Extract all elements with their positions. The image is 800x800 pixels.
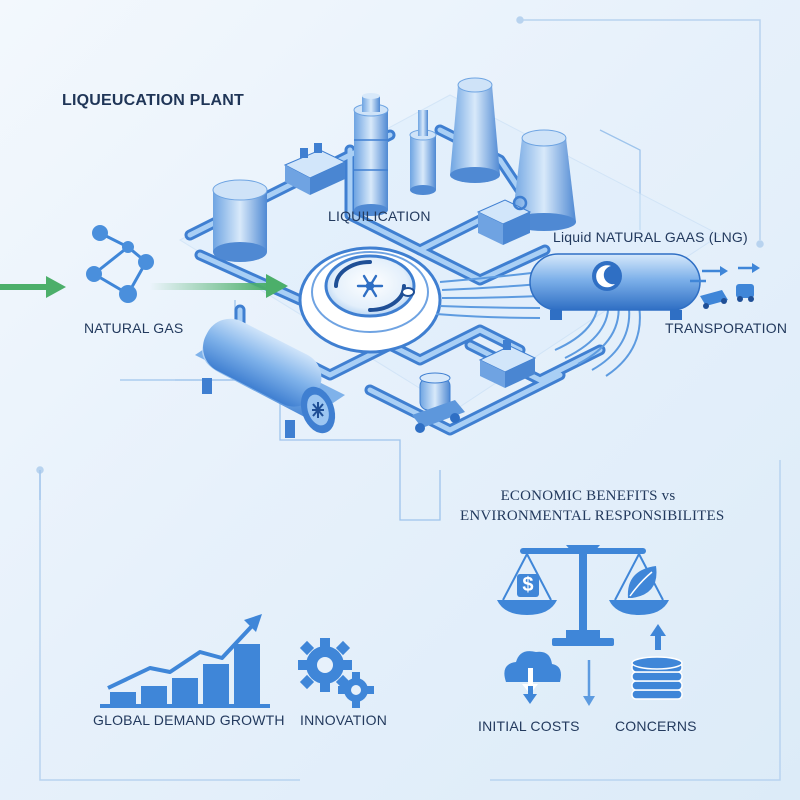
- label-concerns: CONCERNS: [615, 718, 697, 734]
- gears-icon: [298, 638, 374, 708]
- snowflake-icon: [356, 274, 384, 298]
- input-arrow-right-head: [266, 274, 288, 298]
- input-arrow-left: [0, 284, 50, 290]
- up-arrow: [650, 624, 666, 650]
- storage-tank-left: [212, 179, 268, 262]
- crescent-moon-icon: [596, 265, 615, 288]
- process-column-small: [409, 110, 437, 195]
- coin-stack-icon: [631, 656, 683, 700]
- cloud-download-icon: [504, 651, 561, 704]
- cooling-tower-back: [450, 77, 500, 183]
- dollar-sign: $: [517, 574, 539, 597]
- label-environmental-responsibilities: ENVIRONMENTAL RESPONSIBILITES: [460, 508, 725, 524]
- label-innovation: INNOVATION: [300, 712, 388, 728]
- input-arrow-left-head: [46, 276, 66, 298]
- molecule-icon: [86, 225, 154, 303]
- transport-arrows: [690, 263, 760, 283]
- heat-exchanger: [195, 318, 345, 438]
- process-column: [353, 93, 389, 216]
- input-arrow-right: [150, 283, 270, 290]
- page-title: LIQUEUCATION PLANT: [62, 92, 244, 109]
- compressor-unit: [283, 143, 347, 195]
- label-global-demand-growth: GLOBAL DEMAND GROWTH: [93, 712, 285, 728]
- bar-chart-growth-icon: [100, 614, 270, 708]
- label-lng: Liquid NATURAL GAAS (LNG): [553, 229, 748, 245]
- label-initial-costs: INITIAL COSTS: [478, 718, 580, 734]
- label-transportation: TRANSPORATION: [665, 320, 788, 336]
- tanker-icon: [736, 284, 754, 302]
- label-economic-benefits: ECONOMIC BENEFITS vs: [500, 488, 676, 504]
- balance-scale-icon: [497, 545, 669, 646]
- valve-unit: [476, 195, 532, 245]
- pump-unit: [478, 340, 537, 388]
- down-arrow: [583, 660, 595, 706]
- liquefaction-core: [298, 246, 442, 354]
- label-natural-gas: NATURAL GAS: [84, 320, 184, 336]
- lng-tank: [529, 253, 701, 320]
- label-liquilication: LIQUILICATION: [328, 208, 431, 224]
- truck-icon: [412, 372, 465, 433]
- delivery-truck-icon: [700, 290, 728, 309]
